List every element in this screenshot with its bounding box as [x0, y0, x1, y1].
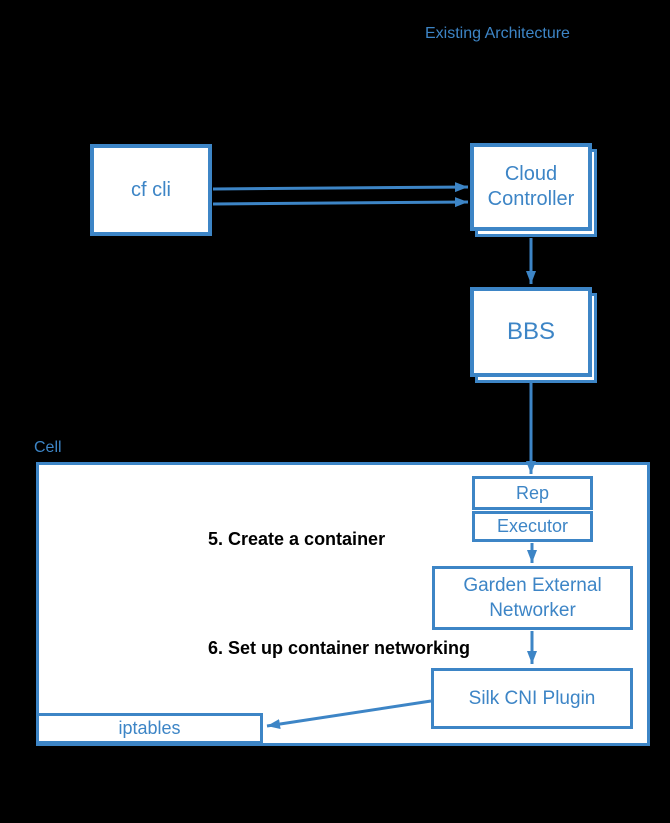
node-bbs: BBS — [470, 287, 592, 377]
rep-label: Rep — [515, 482, 550, 503]
node-iptables: iptables — [36, 713, 263, 744]
bbs-label: BBS — [506, 318, 556, 345]
cloud-controller-label: Cloud Controller — [487, 163, 575, 210]
arrow-cf-cli-to-cloud-controller-2 — [212, 197, 469, 208]
cf-cli-label: cf cli — [131, 178, 171, 201]
node-cf-cli: cf cli — [90, 144, 212, 236]
node-garden-external-networker: Garden External Networker — [432, 566, 633, 630]
step-6-annotation: 6. Set up container networking — [208, 638, 471, 658]
diagram-title: Existing Architecture — [425, 25, 570, 42]
iptables-label: iptables — [118, 718, 181, 738]
step-5-annotation: 5. Create a container — [208, 529, 386, 549]
garden-external-networker-label: Garden External Networker — [463, 575, 602, 621]
node-executor: Executor — [472, 511, 593, 542]
node-cloud-controller: Cloud Controller — [470, 143, 592, 231]
silk-cni-plugin-label: Silk CNI Plugin — [468, 687, 596, 709]
executor-label: Executor — [496, 516, 569, 536]
node-silk-cni-plugin: Silk CNI Plugin — [431, 668, 633, 729]
arrow-cf-cli-to-cloud-controller-1 — [212, 182, 469, 193]
node-rep: Rep — [472, 476, 593, 510]
cell-label: Cell — [34, 439, 62, 456]
